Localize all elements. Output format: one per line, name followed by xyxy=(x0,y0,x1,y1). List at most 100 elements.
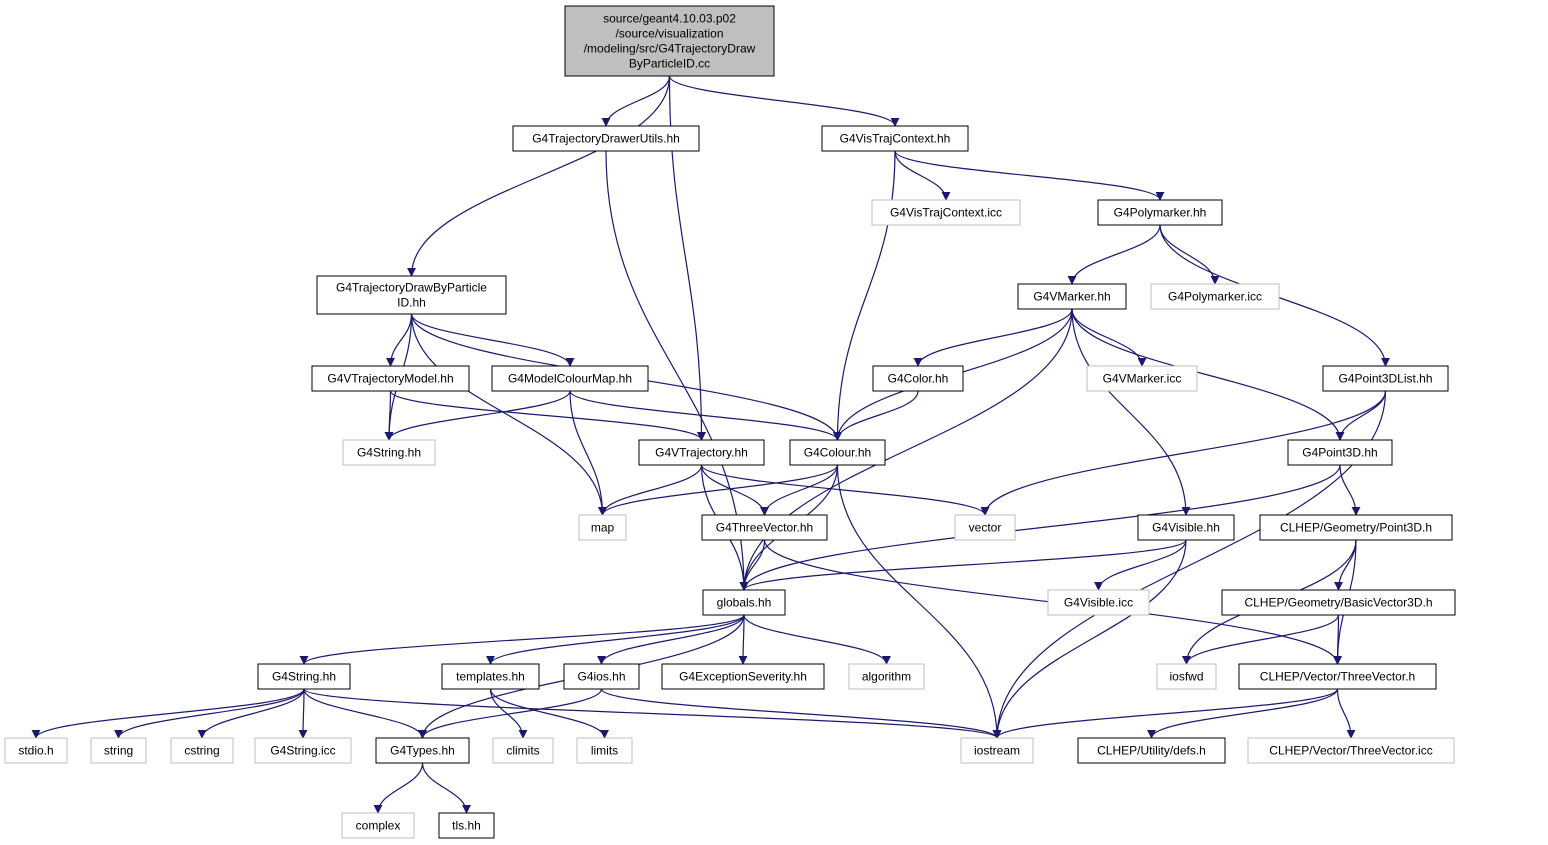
node-label-color: G4Color.hh xyxy=(888,372,949,386)
node-box-colour xyxy=(789,439,886,466)
node-box-drawerutils xyxy=(512,125,700,152)
node-exceptionseverity[interactable]: G4ExceptionSeverity.hh xyxy=(661,663,825,690)
node-label-clhep_threevector_icc: CLHEP/Vector/ThreeVector.icc xyxy=(1269,744,1432,758)
edge-g4types-to-complex xyxy=(373,762,424,814)
node-label-drawbyparticle: G4TrajectoryDrawByParticle xyxy=(336,281,487,295)
node-label-point3d: G4Point3D.hh xyxy=(1302,446,1377,460)
edge-point3d-to-clhep_point3d xyxy=(1339,464,1361,516)
edge-g4string-to-string xyxy=(114,688,305,739)
node-g4string_icc: G4String.icc xyxy=(254,737,352,764)
node-climits: climits xyxy=(492,737,554,764)
node-box-g4ios xyxy=(563,663,640,690)
node-label-map: map xyxy=(591,521,615,535)
node-utility_defs[interactable]: CLHEP/Utility/defs.h xyxy=(1077,737,1226,764)
edge-polymarker-to-vmarker xyxy=(1067,224,1161,285)
node-label-g4ios: G4ios.hh xyxy=(577,670,625,684)
node-color[interactable]: G4Color.hh xyxy=(872,365,964,392)
edge-vtrajectory-to-map xyxy=(598,464,703,516)
node-label-vmarker: G4VMarker.hh xyxy=(1033,290,1110,304)
node-label-drawbyparticle: ID.hh xyxy=(397,296,426,310)
edge-vtrajmodel-to-g4string_top xyxy=(384,390,394,441)
edge-g4string-to-cstring xyxy=(197,688,305,739)
node-vmarker[interactable]: G4VMarker.hh xyxy=(1017,283,1127,310)
node-label-modelcolourmap: G4ModelColourMap.hh xyxy=(508,372,632,386)
node-visible[interactable]: G4Visible.hh xyxy=(1137,514,1235,541)
node-label-limits: limits xyxy=(591,744,618,758)
node-box-iostream xyxy=(960,737,1034,764)
edge-polymarker-to-polymarker_icc xyxy=(1159,224,1220,285)
node-point3d[interactable]: G4Point3D.hh xyxy=(1287,439,1393,466)
node-box-g4types xyxy=(375,737,470,764)
node-root[interactable]: source/geant4.10.03.p02/source/visualiza… xyxy=(564,5,775,77)
node-label-clhep_threevector: CLHEP/Vector/ThreeVector.h xyxy=(1260,670,1415,684)
node-box-threevector xyxy=(701,514,828,541)
edge-root-to-drawerutils xyxy=(601,75,671,127)
node-label-root: source/geant4.10.03.p02 xyxy=(603,12,736,26)
edge-modelcolourmap-to-g4string_top xyxy=(384,390,571,441)
node-algorithm: algorithm xyxy=(848,663,925,690)
node-box-point3d xyxy=(1287,439,1393,466)
node-drawerutils[interactable]: G4TrajectoryDrawerUtils.hh xyxy=(512,125,700,152)
node-label-root: ByParticleID.cc xyxy=(629,57,710,71)
node-clhep_point3d[interactable]: CLHEP/Geometry/Point3D.h xyxy=(1259,514,1453,541)
node-box-cstring xyxy=(170,737,234,764)
node-clhep_threevector[interactable]: CLHEP/Vector/ThreeVector.h xyxy=(1238,663,1437,690)
node-box-g4string xyxy=(257,663,351,690)
node-box-clhep_point3d xyxy=(1259,514,1453,541)
node-colour[interactable]: G4Colour.hh xyxy=(789,439,886,466)
node-label-tls: tls.hh xyxy=(452,819,481,833)
node-box-drawbyparticle xyxy=(316,275,507,315)
node-g4string[interactable]: G4String.hh xyxy=(257,663,351,690)
node-box-vmarker_icc xyxy=(1086,365,1198,392)
node-vistrajcontext[interactable]: G4VisTrajContext.hh xyxy=(821,125,969,152)
edge-point3dlist-to-vector xyxy=(980,390,1387,516)
node-tls[interactable]: tls.hh xyxy=(438,812,495,839)
edge-clhep_threevector-to-clhep_threevector_icc xyxy=(1336,688,1356,739)
edge-colour-to-map xyxy=(598,464,839,516)
edge-g4ios-to-iostream xyxy=(600,688,1002,739)
node-box-climits xyxy=(492,737,554,764)
node-polymarker_icc: G4Polymarker.icc xyxy=(1150,283,1280,310)
node-point3dlist[interactable]: G4Point3DList.hh xyxy=(1322,365,1449,392)
node-globals[interactable]: globals.hh xyxy=(702,589,786,616)
node-vtrajectory[interactable]: G4VTrajectory.hh xyxy=(638,439,765,466)
node-templates[interactable]: templates.hh xyxy=(441,663,540,690)
node-label-vtrajectory: G4VTrajectory.hh xyxy=(655,446,748,460)
node-label-exceptionseverity: G4ExceptionSeverity.hh xyxy=(679,670,807,684)
node-label-climits: climits xyxy=(506,744,539,758)
node-box-polymarker_icc xyxy=(1150,283,1280,310)
edge-clhep_point3d-to-basicvector3d xyxy=(1334,539,1357,591)
node-box-globals xyxy=(702,589,786,616)
node-box-algorithm xyxy=(848,663,925,690)
nodes-layer: source/geant4.10.03.p02/source/visualiza… xyxy=(4,5,1456,839)
node-clhep_threevector_icc: CLHEP/Vector/ThreeVector.icc xyxy=(1247,737,1455,764)
edge-vmarker-to-globals xyxy=(739,308,1073,591)
node-label-point3dlist: G4Point3DList.hh xyxy=(1338,372,1432,386)
node-g4ios[interactable]: G4ios.hh xyxy=(563,663,640,690)
edge-modelcolourmap-to-map xyxy=(569,390,607,516)
node-label-iostream: iostream xyxy=(974,744,1020,758)
node-g4types[interactable]: G4Types.hh xyxy=(375,737,470,764)
node-threevector[interactable]: G4ThreeVector.hh xyxy=(701,514,828,541)
node-label-colour: G4Colour.hh xyxy=(804,446,871,460)
edge-templates-to-climits xyxy=(489,688,528,739)
edge-visible-to-globals xyxy=(739,539,1187,591)
edge-vmarker-to-point3d xyxy=(1071,308,1345,441)
node-basicvector3d[interactable]: CLHEP/Geometry/BasicVector3D.h xyxy=(1221,589,1456,616)
node-box-iosfwd xyxy=(1156,663,1217,690)
node-polymarker[interactable]: G4Polymarker.hh xyxy=(1097,199,1223,226)
node-box-complex xyxy=(341,812,415,839)
node-label-polymarker: G4Polymarker.hh xyxy=(1114,206,1207,220)
edge-colour-to-threevector xyxy=(760,464,839,516)
node-label-threevector: G4ThreeVector.hh xyxy=(716,521,813,535)
node-string: string xyxy=(90,737,147,764)
node-modelcolourmap[interactable]: G4ModelColourMap.hh xyxy=(491,365,649,392)
node-box-tls xyxy=(438,812,495,839)
edge-vtrajectory-to-vector xyxy=(700,464,990,516)
node-visible_icc: G4Visible.icc xyxy=(1047,589,1150,616)
node-box-polymarker xyxy=(1097,199,1223,226)
node-vtrajmodel[interactable]: G4VTrajectoryModel.hh xyxy=(311,365,470,392)
node-box-vmarker xyxy=(1017,283,1127,310)
